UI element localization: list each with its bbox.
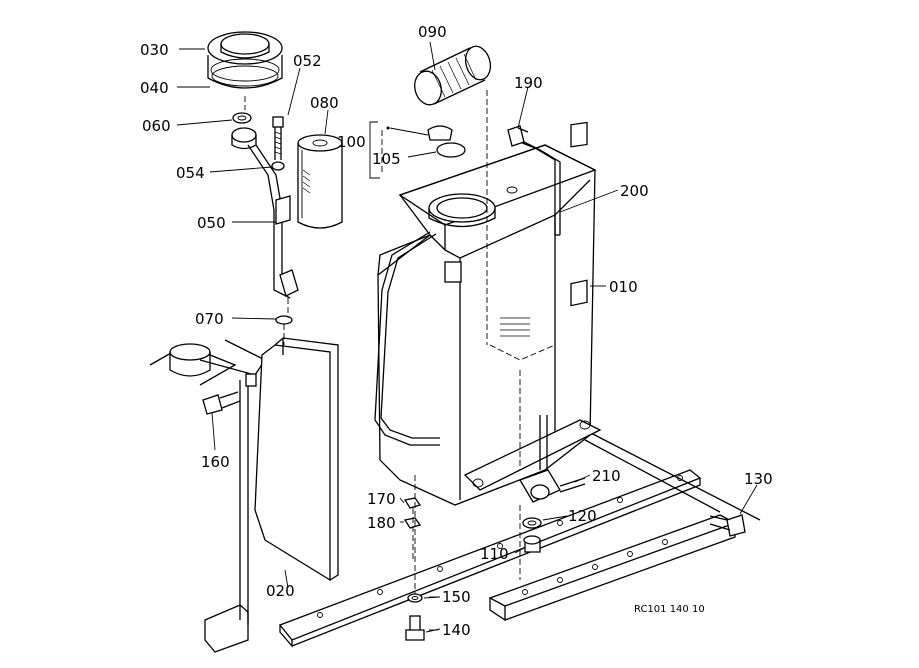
part-label-052: 052 <box>293 52 322 70</box>
part-label-110: 110 <box>480 545 509 563</box>
part-label-190: 190 <box>514 74 543 92</box>
part-labels: 030 040 060 052 080 054 050 070 090 190 … <box>140 23 773 639</box>
part-label-100: 100 <box>337 133 366 151</box>
part-label-130: 130 <box>744 470 773 488</box>
part-label-054: 054 <box>176 164 205 182</box>
part-label-050: 050 <box>197 214 226 232</box>
part-label-160: 160 <box>201 453 230 471</box>
part-label-060: 060 <box>142 117 171 135</box>
leader-lines <box>176 41 758 633</box>
gauge-bolt-052 <box>271 116 285 171</box>
mount-bolt-left <box>202 391 241 415</box>
connector-190 <box>507 125 529 147</box>
filter-080 <box>297 134 343 229</box>
mount-bolt-rear <box>709 514 746 537</box>
drawing-code: RC101 140 10 <box>634 604 705 615</box>
part-label-020: 020 <box>266 582 295 600</box>
drain-plug <box>522 517 542 553</box>
part-label-010: 010 <box>609 278 638 296</box>
return-pipe <box>514 139 561 236</box>
part-label-180: 180 <box>367 514 396 532</box>
part-label-210: 210 <box>592 467 621 485</box>
part-label-040: 040 <box>140 79 169 97</box>
part-label-150: 150 <box>442 588 471 606</box>
oring-070 <box>275 315 293 345</box>
part-label-140: 140 <box>442 621 471 639</box>
part-label-120: 120 <box>568 507 597 525</box>
pipe-clips <box>403 497 422 560</box>
grommet-060 <box>231 112 257 150</box>
part-label-070: 070 <box>195 310 224 328</box>
part-label-090: 090 <box>418 23 447 41</box>
part-label-200: 200 <box>620 182 649 200</box>
part-label-080: 080 <box>310 94 339 112</box>
part-label-105: 105 <box>372 150 401 168</box>
part-label-170: 170 <box>367 490 396 508</box>
mount-bolt-front <box>405 593 425 641</box>
fuel-pipe <box>374 231 440 446</box>
part-label-030: 030 <box>140 41 169 59</box>
drain-cock <box>519 415 586 503</box>
tank-cap <box>207 31 283 110</box>
strainer-090 <box>414 45 492 106</box>
side-cover-panel <box>254 337 339 582</box>
filler-pipe-050 <box>247 144 299 318</box>
sensor-assembly-100 <box>369 121 466 179</box>
tank-body <box>377 90 602 600</box>
label-dashes <box>429 596 438 631</box>
